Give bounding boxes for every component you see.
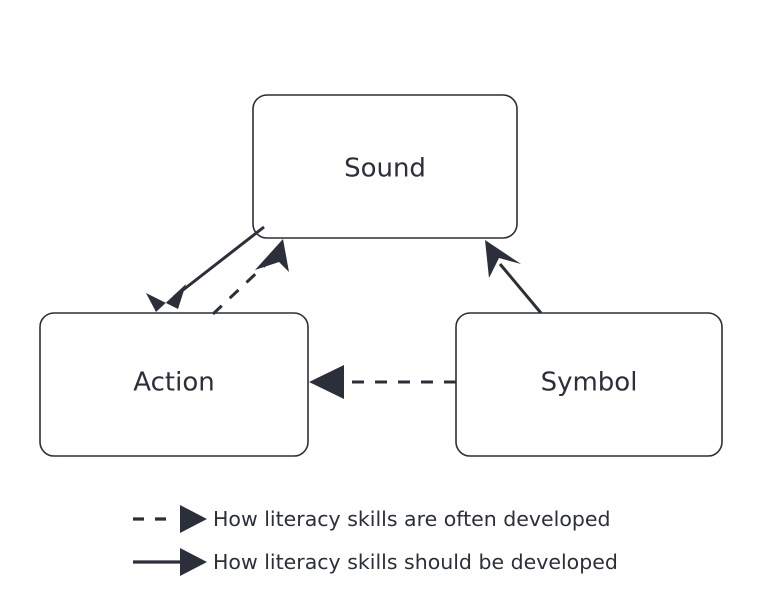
legend: How literacy skills are often developed …	[133, 505, 618, 576]
edge-action-to-sound-line	[211, 262, 268, 316]
node-sound-label: Sound	[344, 154, 426, 184]
legend-item-solid-label: How literacy skills should be developed	[213, 550, 618, 574]
node-sound[interactable]: Sound	[252, 94, 518, 239]
edge-sound-to-action-line	[173, 225, 265, 299]
node-action-label: Action	[133, 368, 214, 398]
edge-symbol-to-sound-arrowhead	[485, 240, 521, 278]
edge-action-to-sound[interactable]	[211, 239, 289, 316]
edge-symbol-to-sound-line	[498, 263, 543, 314]
node-sound-box[interactable]	[252, 94, 518, 239]
legend-item-dashed[interactable]: How literacy skills are often developed	[133, 505, 611, 533]
edge-symbol-to-action[interactable]	[309, 365, 456, 399]
node-symbol-label: Symbol	[541, 368, 638, 398]
legend-item-dashed-label: How literacy skills are often developed	[213, 507, 611, 531]
node-symbol[interactable]: Symbol	[455, 312, 723, 457]
legend-item-solid[interactable]: How literacy skills should be developed	[133, 548, 618, 576]
node-symbol-box[interactable]	[455, 312, 723, 457]
node-action-box[interactable]	[39, 312, 309, 457]
edge-action-to-sound-arrowhead	[255, 239, 289, 272]
legend-solid-arrowhead-icon	[180, 548, 207, 576]
node-action[interactable]: Action	[39, 312, 309, 457]
edge-sound-to-action-arrowhead	[146, 284, 186, 312]
legend-dashed-arrowhead-icon	[180, 505, 207, 533]
edge-sound-to-action[interactable]	[146, 225, 265, 312]
edge-symbol-to-action-arrowhead	[309, 365, 344, 399]
edge-symbol-to-sound[interactable]	[485, 240, 543, 314]
